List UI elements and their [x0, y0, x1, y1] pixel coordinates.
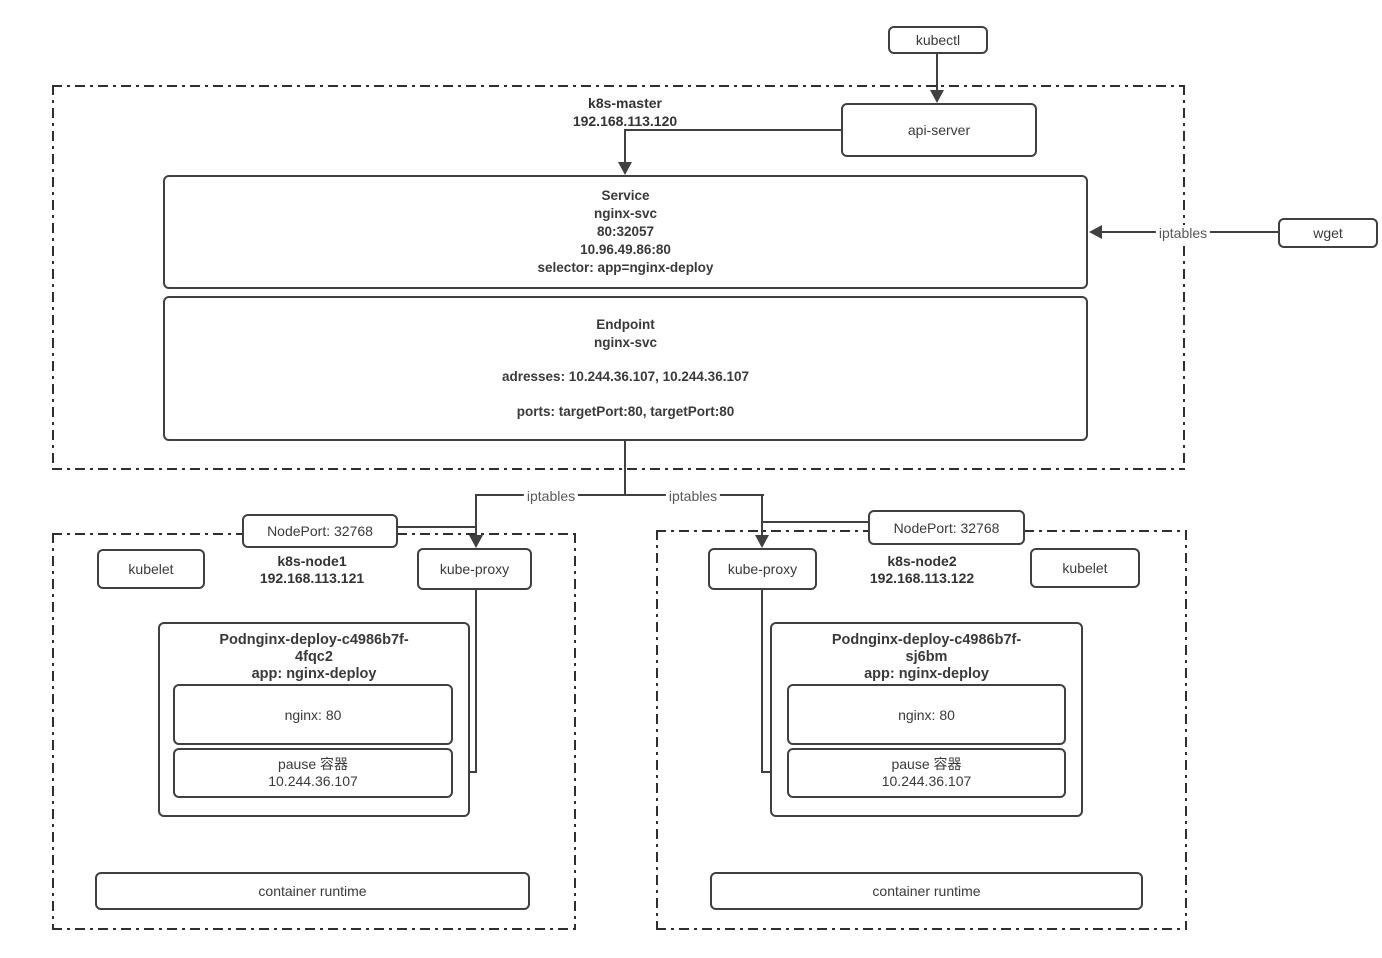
kubectl-box: kubectl [888, 26, 988, 54]
pod1-title-line1: Podnginx-deploy-c4986b7f- [219, 632, 409, 648]
pod1-pause-label: pause 容器 [277, 756, 349, 772]
arrowhead-branch-kubeproxy2 [755, 535, 769, 548]
kubeproxy2-label: kube-proxy [727, 561, 798, 577]
edge-apiserver-service-v [624, 129, 626, 163]
edge-nodeport1-connector [398, 526, 477, 528]
pod2-pause-container-box: pause 容器 10.244.36.107 [787, 748, 1066, 798]
node2-title: k8s-node2 192.168.113.122 [870, 553, 974, 587]
master-ip: 192.168.113.120 [572, 113, 678, 129]
edge-apiserver-service-h [625, 129, 841, 131]
node1-title: k8s-node1 192.168.113.121 [260, 553, 364, 587]
api-server-box: api-server [841, 103, 1037, 157]
node1-name: k8s-node1 [277, 553, 347, 569]
kubeproxy1-box: kube-proxy [417, 548, 532, 590]
pod2-nginx-container-box: nginx: 80 [787, 684, 1066, 745]
kubectl-label: kubectl [915, 32, 961, 48]
edge-kubeproxy2-pause2-h [763, 771, 776, 773]
pod1-title-line3: app: nginx-deploy [251, 666, 377, 682]
pod2-pause-label: pause 容器 [891, 756, 962, 772]
service-selector: selector: app=nginx-deploy [537, 260, 714, 275]
arrowhead-kubectl-apiserver [930, 90, 944, 103]
nodeport2-box: NodePort: 32768 [868, 510, 1025, 545]
wget-box: wget [1278, 218, 1378, 248]
container-runtime2-box: container runtime [710, 872, 1143, 910]
pod1-nginx-label: nginx: 80 [284, 706, 342, 723]
node1-ip: 192.168.113.121 [259, 570, 365, 586]
edge-kubeproxy1-pause1-h [464, 771, 477, 773]
endpoint-ports: ports: targetPort:80, targetPort:80 [516, 404, 735, 419]
edge-nodeport2-connector [763, 521, 869, 523]
endpoint-name: nginx-svc [593, 335, 658, 350]
kubeproxy1-label: kube-proxy [439, 561, 510, 577]
kubelet1-box: kubelet [97, 549, 205, 589]
service-name: nginx-svc [593, 206, 658, 221]
edge-branch-horizontal [476, 494, 764, 496]
edge-endpoint-branch [624, 441, 626, 496]
service-title: Service [601, 188, 650, 203]
container-runtime1-box: container runtime [95, 872, 530, 910]
arrowhead-branch-kubeproxy1 [469, 535, 483, 548]
kubelet2-label: kubelet [1062, 560, 1108, 576]
pod1-pause-ip: 10.244.36.107 [268, 773, 358, 789]
kubelet1-label: kubelet [128, 561, 174, 577]
edge-branch-right-v [761, 494, 763, 536]
iptables-label-wget: iptables [1155, 225, 1211, 241]
nodeport2-label: NodePort: 32768 [893, 519, 1000, 536]
edge-kubeproxy2-pause2-v [761, 590, 763, 773]
kubelet2-box: kubelet [1030, 548, 1140, 588]
container-runtime1-label: container runtime [258, 883, 367, 899]
wget-label: wget [1313, 225, 1343, 241]
edge-branch-left-v [475, 494, 477, 536]
iptables-label-left: iptables [523, 488, 579, 504]
endpoint-title: Endpoint [596, 317, 655, 332]
arrowhead-apiserver-service [618, 162, 632, 175]
arrowhead-wget-service [1089, 225, 1102, 239]
pod2-nginx-label: nginx: 80 [898, 706, 955, 723]
pod2-title-line1: Podnginx-deploy-c4986b7f- [831, 632, 1022, 648]
node2-name: k8s-node2 [887, 553, 957, 569]
pod2-title-line2: sj6bm [905, 649, 948, 665]
pod1-title-line2: 4fqc2 [295, 649, 333, 665]
pod1-pause-container-box: pause 容器 10.244.36.107 [173, 748, 453, 798]
endpoint-box: Endpoint nginx-svc adresses: 10.244.36.1… [163, 296, 1088, 441]
container-runtime2-label: container runtime [872, 883, 981, 899]
endpoint-addresses: adresses: 10.244.36.107, 10.244.36.107 [502, 369, 749, 384]
master-name: k8s-master [588, 95, 662, 111]
nodeport1-box: NodePort: 32768 [242, 514, 398, 548]
nodeport1-label: NodePort: 32768 [267, 523, 373, 539]
service-clusterip: 10.96.49.86:80 [580, 242, 671, 257]
node2-ip: 192.168.113.122 [869, 570, 975, 586]
edge-kubeproxy1-pause1-v [475, 590, 477, 773]
pod2-title-line3: app: nginx-deploy [864, 666, 989, 682]
service-box: Service nginx-svc 80:32057 10.96.49.86:8… [163, 175, 1088, 289]
master-title: k8s-master 192.168.113.120 [573, 94, 677, 130]
edge-kubectl-apiserver [936, 54, 938, 92]
service-nodeport: 80:32057 [596, 224, 655, 239]
kubeproxy2-box: kube-proxy [708, 548, 817, 590]
pod2-pause-ip: 10.244.36.107 [881, 773, 972, 789]
iptables-label-right: iptables [665, 488, 721, 504]
api-server-label: api-server [907, 122, 971, 138]
pod1-nginx-container-box: nginx: 80 [173, 684, 453, 745]
